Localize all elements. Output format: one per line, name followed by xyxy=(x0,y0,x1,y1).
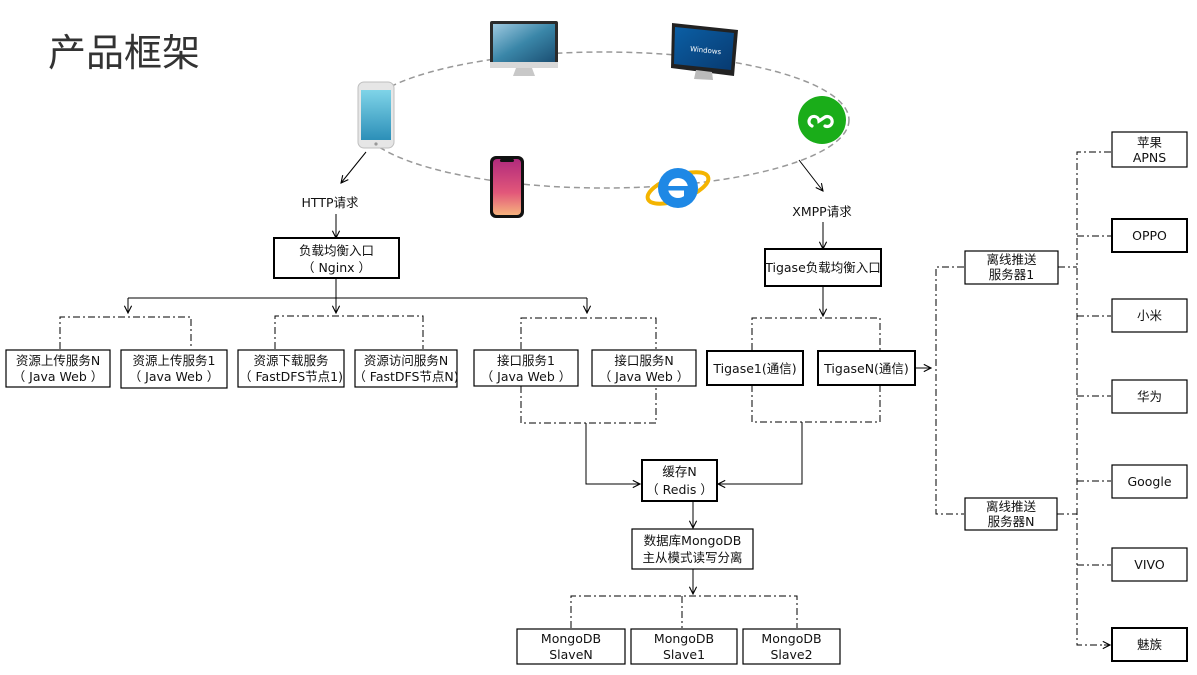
svg-text:离线推送: 离线推送 xyxy=(986,252,1037,267)
tigase-node-n: TigaseN(通信) xyxy=(817,350,916,386)
tigase-load-balancer: Tigase负载均衡入口 xyxy=(764,248,882,287)
svg-text:MongoDB: MongoDB xyxy=(541,631,601,646)
vendor-huawei: 华为 xyxy=(1111,379,1188,414)
mongodb-master: 数据库MongoDB 主从模式读写分离 xyxy=(631,528,754,570)
svg-text:服务器1: 服务器1 xyxy=(989,267,1034,282)
xmpp-request-label: XMPP请求 xyxy=(792,204,852,219)
svg-text:MongoDB: MongoDB xyxy=(761,631,821,646)
svg-text:SlaveN: SlaveN xyxy=(549,647,593,662)
svg-text:（ Nginx ）: （ Nginx ） xyxy=(302,260,371,275)
tigase-node-1: Tigase1(通信) xyxy=(706,350,804,386)
svg-text:Tigase负载均衡入口: Tigase负载均衡入口 xyxy=(764,260,881,275)
svg-text:负载均衡入口: 负载均衡入口 xyxy=(299,243,374,258)
mongodb-slave-1: MongoDB Slave1 xyxy=(630,628,738,665)
ie-browser-icon xyxy=(645,168,711,208)
svg-text:Google: Google xyxy=(1127,474,1171,489)
svg-text:魅族: 魅族 xyxy=(1137,637,1163,652)
svg-text:（ Java Web ）: （ Java Web ） xyxy=(481,369,572,384)
http-request-label: HTTP请求 xyxy=(302,195,359,210)
svg-text:Tigase1(通信): Tigase1(通信) xyxy=(712,361,796,376)
svg-text:资源上传服务N: 资源上传服务N xyxy=(16,353,100,368)
iphone-x-icon xyxy=(490,156,524,218)
mongodb-slave-2: MongoDB Slave2 xyxy=(742,628,841,665)
svg-text:资源访问服务N: 资源访问服务N xyxy=(364,353,448,368)
access-service-n: 资源访问服务N （ FastDFS节点N) xyxy=(353,349,459,388)
vendor-google: Google xyxy=(1111,464,1188,499)
page-title: 产品框架 xyxy=(48,31,200,75)
svg-text:（ Java Web ）: （ Java Web ） xyxy=(599,369,690,384)
svg-text:接口服务1: 接口服务1 xyxy=(497,353,555,368)
xmpp-arrow xyxy=(798,159,823,191)
offline-push-server-1: 离线推送 服务器1 xyxy=(964,250,1059,285)
vendor-meizu: 魅族 xyxy=(1111,627,1188,662)
mongodb-slave-n: MongoDB SlaveN xyxy=(516,628,626,665)
svg-text:主从模式读写分离: 主从模式读写分离 xyxy=(642,550,742,565)
nginx-load-balancer: 负载均衡入口 （ Nginx ） xyxy=(273,237,400,279)
svg-text:华为: 华为 xyxy=(1137,389,1162,404)
offline-push-server-n: 离线推送 服务器N xyxy=(964,497,1058,531)
upload-service-1: 资源上传服务1 （ Java Web ） xyxy=(120,349,228,389)
svg-text:（ FastDFS节点1): （ FastDFS节点1) xyxy=(239,369,343,384)
svg-text:Slave2: Slave2 xyxy=(770,647,812,662)
svg-text:数据库MongoDB: 数据库MongoDB xyxy=(644,533,742,548)
http-arrow xyxy=(341,151,367,183)
svg-text:接口服务N: 接口服务N xyxy=(614,353,673,368)
svg-text:VIVO: VIVO xyxy=(1134,557,1165,572)
svg-text:资源下载服务: 资源下载服务 xyxy=(253,353,328,368)
svg-text:（ Java Web ）: （ Java Web ） xyxy=(129,369,220,384)
svg-text:（ Java Web ）: （ Java Web ） xyxy=(13,369,104,384)
svg-text:苹果: 苹果 xyxy=(1137,135,1163,150)
svg-text:资源上传服务1: 资源上传服务1 xyxy=(133,353,216,368)
imac-icon xyxy=(490,21,558,76)
client-ring xyxy=(358,51,850,189)
svg-text:离线推送: 离线推送 xyxy=(986,499,1037,514)
svg-text:TigaseN(通信): TigaseN(通信) xyxy=(823,361,909,376)
svg-text:MongoDB: MongoDB xyxy=(654,631,714,646)
upload-service-n: 资源上传服务N （ Java Web ） xyxy=(5,349,111,388)
svg-text:服务器N: 服务器N xyxy=(988,514,1035,529)
android-phone-icon xyxy=(357,81,395,149)
api-service-n: 接口服务N （ Java Web ） xyxy=(591,349,697,387)
svg-text:OPPO: OPPO xyxy=(1132,228,1167,243)
vendor-oppo: OPPO xyxy=(1111,218,1188,253)
svg-text:Windows: Windows xyxy=(690,45,722,56)
vendor-xiaomi: 小米 xyxy=(1111,298,1188,333)
svg-text:小米: 小米 xyxy=(1137,308,1163,323)
svg-text:Slave1: Slave1 xyxy=(663,647,705,662)
svg-text:APNS: APNS xyxy=(1133,150,1166,165)
windows-monitor-icon: Windows xyxy=(671,23,738,80)
svg-text:（ FastDFS节点N): （ FastDFS节点N) xyxy=(353,369,458,384)
cache-redis: 缓存N （ Redis ） xyxy=(641,459,718,502)
vendor-vivo: VIVO xyxy=(1111,547,1188,582)
download-service: 资源下载服务 （ FastDFS节点1) xyxy=(237,349,345,388)
api-service-1: 接口服务1 （ Java Web ） xyxy=(473,349,579,387)
svg-text:（ Redis ）: （ Redis ） xyxy=(646,482,713,497)
svg-text:缓存N: 缓存N xyxy=(662,464,696,479)
vendor-apple-apns: 苹果 APNS xyxy=(1111,131,1188,168)
miniprogram-icon xyxy=(798,96,846,144)
